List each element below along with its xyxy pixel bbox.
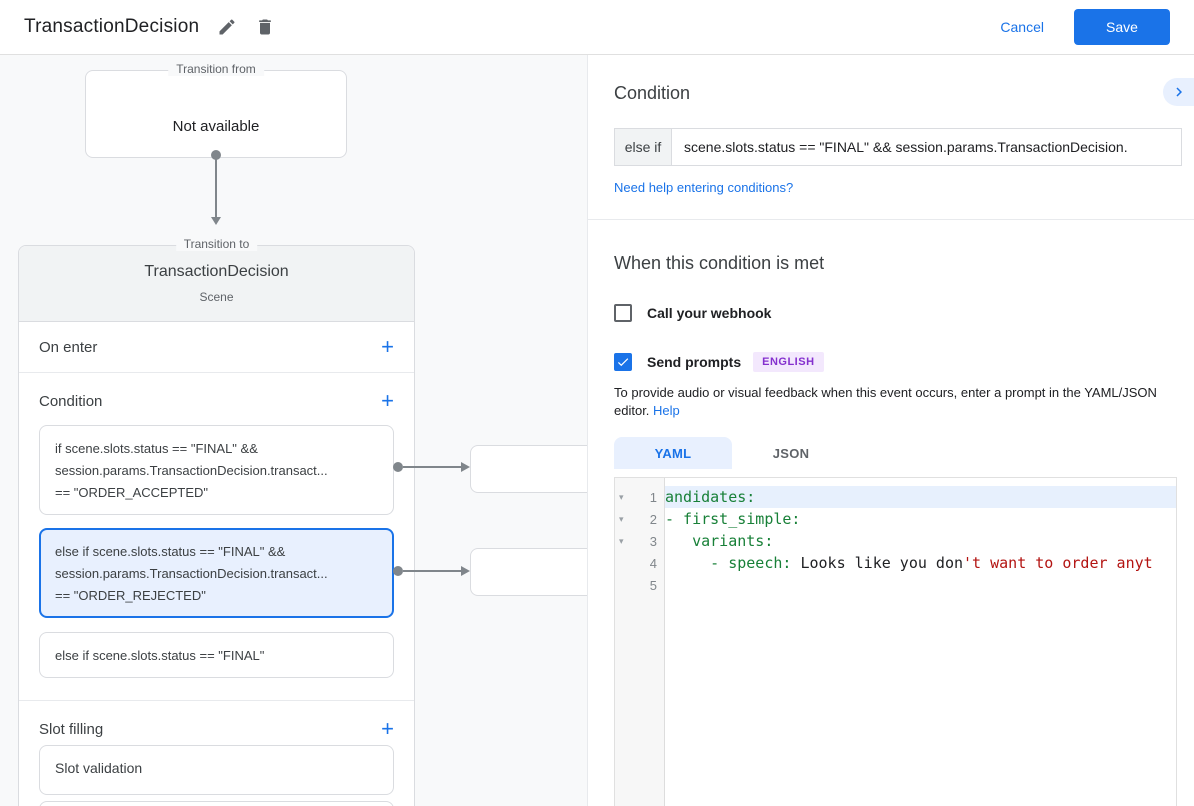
transition-to-box: Transition to TransactionDecision Scene … xyxy=(18,237,415,806)
collapse-panel-button[interactable] xyxy=(1163,78,1194,106)
cancel-button[interactable]: Cancel xyxy=(1000,19,1044,35)
scene-card-header: TransactionDecision Scene xyxy=(19,246,414,322)
line-number: 5 xyxy=(649,577,657,593)
slot-filling-section: Slot filling + Slot validation xyxy=(19,701,414,806)
send-prompts-checkbox[interactable] xyxy=(614,353,632,371)
code-line[interactable]: - speech: Looks like you don't want to o… xyxy=(665,552,1176,574)
add-on-enter-button[interactable]: + xyxy=(381,334,394,359)
connector-dot xyxy=(211,150,221,160)
panel-divider xyxy=(588,219,1194,220)
connector-dot xyxy=(393,566,403,576)
send-prompts-row: Send prompts ENGLISH xyxy=(614,352,1181,372)
top-bar: TransactionDecision Cancel Save xyxy=(0,0,1194,55)
slot-card-partial[interactable] xyxy=(39,801,394,806)
code-token: andidates: xyxy=(665,488,756,506)
scene-name: TransactionDecision xyxy=(144,263,289,280)
save-button[interactable]: Save xyxy=(1074,9,1170,45)
send-prompts-label: Send prompts xyxy=(647,354,742,370)
transition-from-legend: Transition from xyxy=(168,62,264,76)
condition-label: Condition xyxy=(39,392,103,410)
fold-arrow-icon[interactable]: ▾ xyxy=(619,513,624,524)
condition-section: Condition + if scene.slots.status == "FI… xyxy=(19,373,414,701)
code-token: variants: xyxy=(665,532,774,550)
code-line[interactable]: andidates: xyxy=(665,486,1176,508)
slot-filling-label: Slot filling xyxy=(39,720,104,738)
condition-detail-panel: Condition else if Need help entering con… xyxy=(587,55,1194,806)
on-enter-section: On enter + xyxy=(19,322,414,373)
delete-scene-button[interactable] xyxy=(249,11,281,43)
transition-target-box[interactable] xyxy=(470,445,587,493)
editor-gutter: ▾ 1 ▾ 2 ▾ 3 4 5 xyxy=(615,478,665,806)
webhook-checkbox[interactable] xyxy=(614,304,632,322)
scene-type: Scene xyxy=(199,290,234,304)
transition-to-legend: Transition to xyxy=(175,237,258,251)
when-met-heading: When this condition is met xyxy=(614,253,825,273)
transition-from-box: Transition from Not available xyxy=(85,62,347,158)
condition-card-selected[interactable]: else if scene.slots.status == "FINAL" &&… xyxy=(39,528,394,618)
editor-tabs: YAML JSON xyxy=(614,437,1181,469)
condition-card[interactable]: else if scene.slots.status == "FINAL" xyxy=(39,632,394,678)
panel-title: Condition xyxy=(614,83,691,103)
condition-card[interactable]: if scene.slots.status == "FINAL" && sess… xyxy=(39,425,394,515)
connector-line xyxy=(403,466,461,468)
prompts-description: To provide audio or visual feedback when… xyxy=(614,384,1174,420)
code-token: - speech: xyxy=(665,554,792,572)
language-badge: ENGLISH xyxy=(753,352,824,372)
condition-prefix-label: else if xyxy=(614,128,672,166)
code-line[interactable] xyxy=(665,574,1176,596)
slot-validation-card[interactable]: Slot validation xyxy=(39,745,394,795)
edit-title-button[interactable] xyxy=(211,11,243,43)
connector-line xyxy=(403,570,461,572)
pencil-icon xyxy=(219,19,235,35)
code-line[interactable]: - first_simple: xyxy=(665,508,1176,530)
condition-input-row: else if xyxy=(614,128,1182,166)
trash-icon xyxy=(259,19,272,35)
line-number: 4 xyxy=(649,555,657,571)
add-slot-button[interactable]: + xyxy=(381,716,394,741)
on-enter-label: On enter xyxy=(39,338,98,356)
code-token: - first_simple: xyxy=(665,510,801,528)
line-number: 1 xyxy=(649,489,657,505)
chevron-right-icon xyxy=(1176,87,1182,97)
line-number: 2 xyxy=(649,511,657,527)
connector-dot xyxy=(393,462,403,472)
fold-arrow-icon[interactable]: ▾ xyxy=(619,535,624,546)
tab-yaml[interactable]: YAML xyxy=(614,437,732,469)
connector-line xyxy=(215,157,217,217)
page-title: TransactionDecision xyxy=(24,16,200,37)
code-token: Looks like you don xyxy=(791,554,964,572)
condition-expression-input[interactable] xyxy=(672,128,1182,166)
arrow-right-icon xyxy=(461,566,470,576)
webhook-row: Call your webhook xyxy=(614,304,1181,322)
add-condition-button[interactable]: + xyxy=(381,388,394,413)
tab-json[interactable]: JSON xyxy=(772,445,810,461)
code-line[interactable]: variants: xyxy=(665,530,1176,552)
arrow-right-icon xyxy=(461,462,470,472)
scene-flow-canvas: Transition from Not available Transition… xyxy=(0,55,587,806)
help-link[interactable]: Help xyxy=(653,403,680,418)
webhook-label: Call your webhook xyxy=(647,305,772,321)
transition-from-status: Not available xyxy=(172,118,260,135)
condition-help-link[interactable]: Need help entering conditions? xyxy=(614,180,794,195)
line-number: 3 xyxy=(649,533,657,549)
fold-arrow-icon[interactable]: ▾ xyxy=(619,491,624,502)
checkmark-icon xyxy=(617,358,629,367)
description-text: To provide audio or visual feedback when… xyxy=(614,385,1157,418)
editor-code-area[interactable]: andidates: - first_simple: variants: - s… xyxy=(665,478,1176,806)
transition-target-box[interactable] xyxy=(470,548,587,596)
arrow-down-icon xyxy=(211,217,221,225)
code-token: 't want to order anyt xyxy=(963,554,1153,572)
yaml-code-editor[interactable]: ▾ 1 ▾ 2 ▾ 3 4 5 andidates: - first_simple: … xyxy=(614,477,1177,806)
